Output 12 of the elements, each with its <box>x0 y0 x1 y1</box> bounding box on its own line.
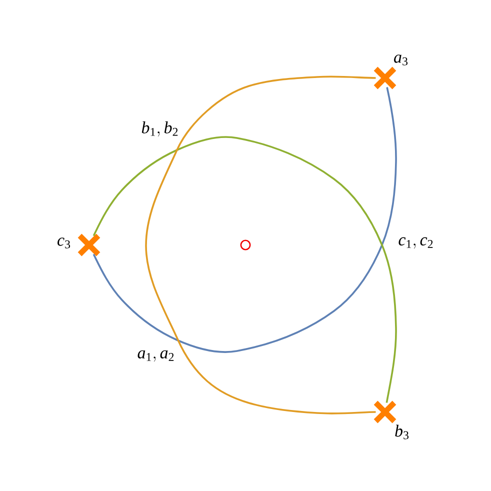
intersection-label: $a_1, a_2$ <box>138 350 174 362</box>
curve <box>92 136 397 403</box>
curve <box>145 76 376 414</box>
cross-marker <box>373 66 397 90</box>
point-label: $c_3$ <box>58 238 70 248</box>
point-label: $b_3$ <box>395 424 409 440</box>
intersection-label: $b_1, b_2$ <box>142 121 178 137</box>
intersection-label: $c_1, c_2$ <box>398 237 433 249</box>
point-label: $a_3$ <box>394 54 408 66</box>
curve <box>92 87 397 353</box>
cross-marker <box>373 400 397 424</box>
cross-marker <box>77 233 101 257</box>
